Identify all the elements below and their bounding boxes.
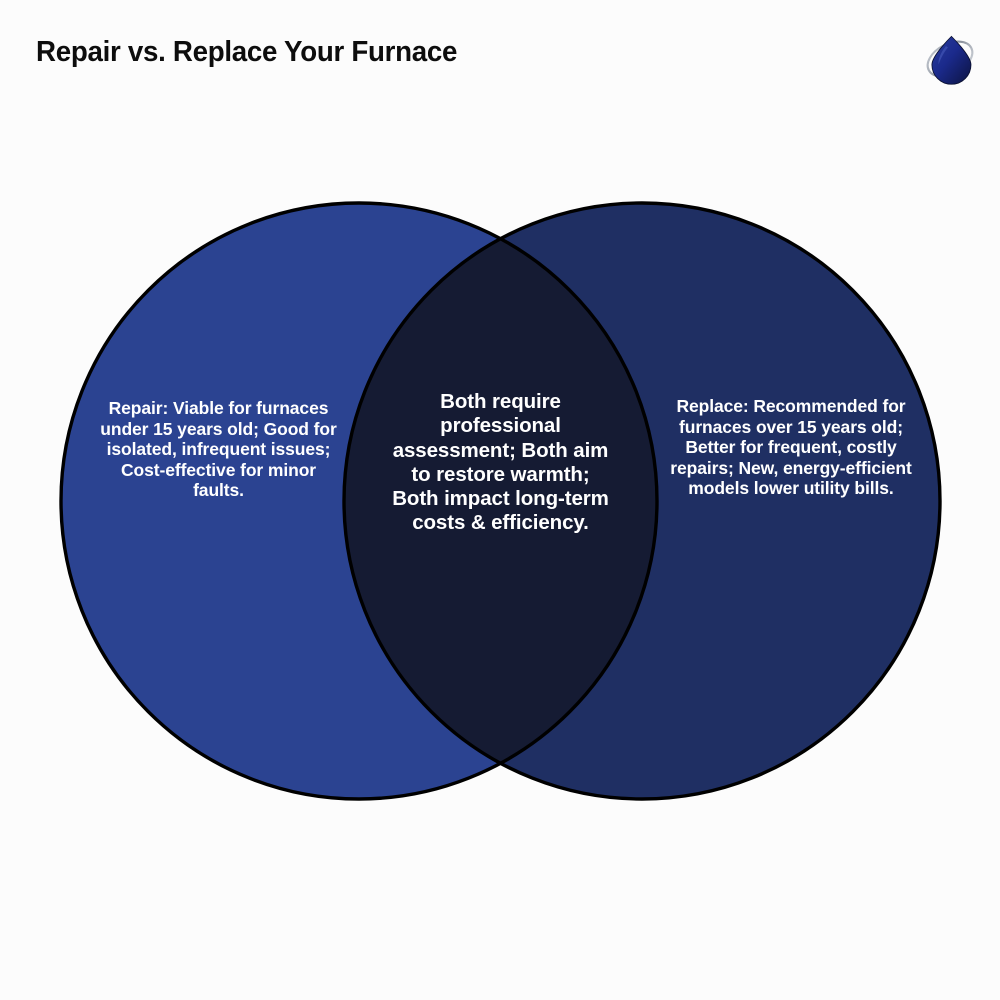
water-drop-logo <box>920 28 980 88</box>
venn-intersection-fill <box>344 203 657 799</box>
water-drop-logo-icon <box>926 35 974 85</box>
page-title: Repair vs. Replace Your Furnace <box>36 36 458 68</box>
header: Repair vs. Replace Your Furnace <box>0 0 1000 110</box>
venn-circle-left-outline <box>59 201 659 801</box>
venn-circle-right-outline <box>342 201 942 801</box>
